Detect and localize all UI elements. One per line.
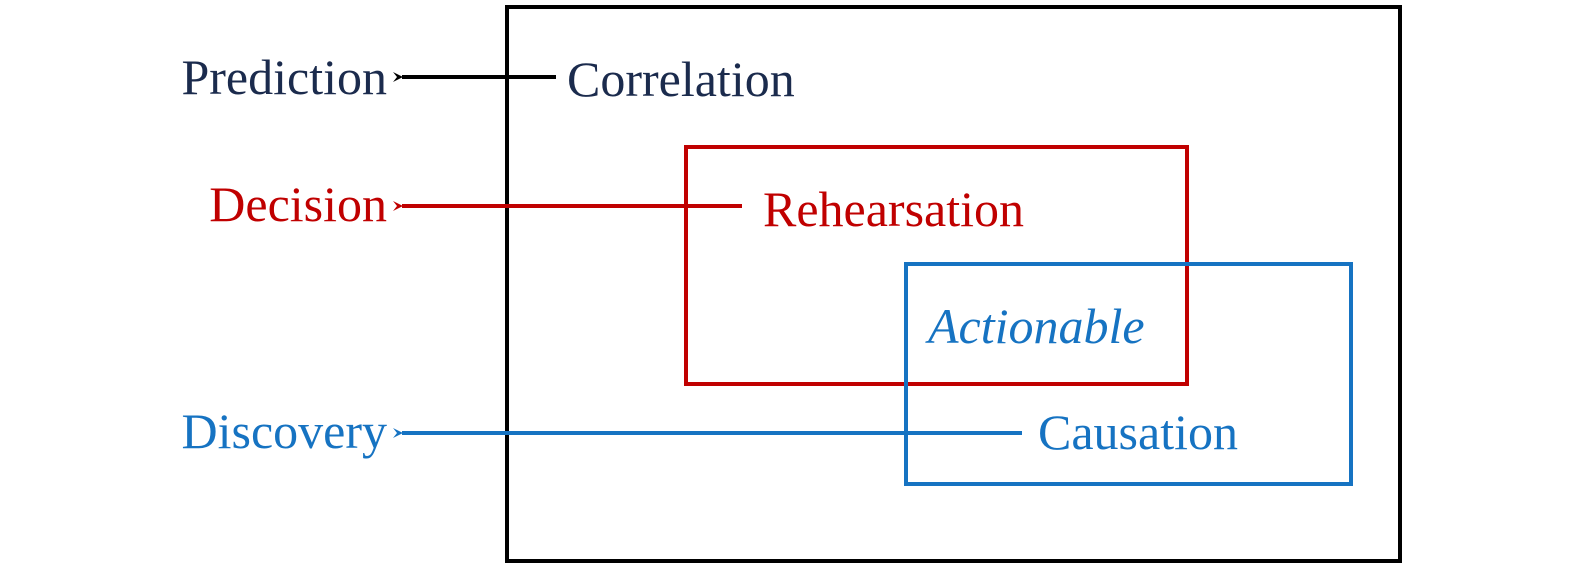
discovery-label: Discovery xyxy=(182,403,388,459)
actionable-label: Actionable xyxy=(925,298,1145,354)
decision-label: Decision xyxy=(209,176,387,232)
rehearsation-label: Rehearsation xyxy=(763,181,1024,237)
causation-box xyxy=(904,262,1353,486)
causation-label: Causation xyxy=(1038,404,1238,460)
prediction-label: Prediction xyxy=(181,49,387,105)
correlation-label: Correlation xyxy=(567,51,795,107)
correlation-box xyxy=(505,5,1402,563)
